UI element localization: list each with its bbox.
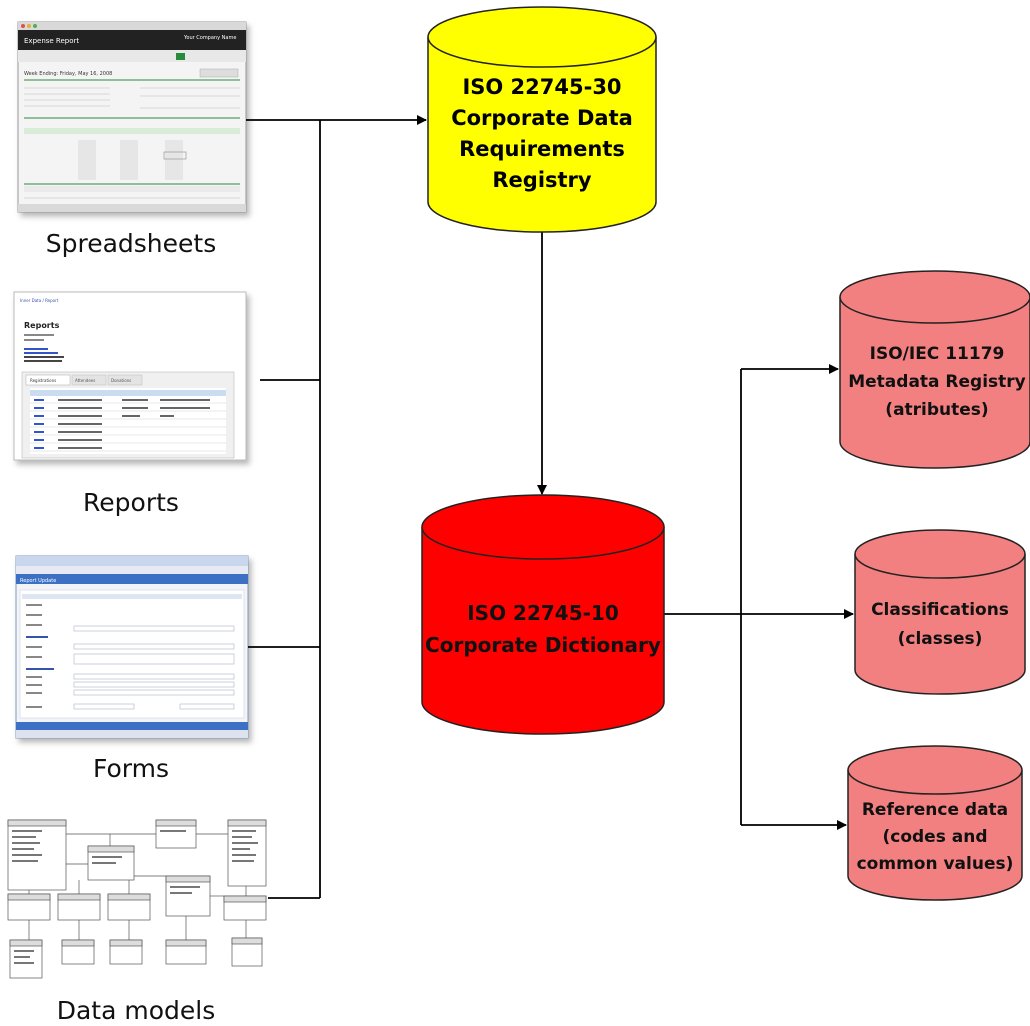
report-thumbnail: Inner Data / Report Reports Registration… bbox=[13, 291, 247, 461]
metadata-line-1: ISO/IEC 11179 bbox=[870, 344, 1005, 364]
reference-data-cylinder: Reference data (codes and common values) bbox=[847, 745, 1023, 901]
source-connectors bbox=[246, 119, 321, 899]
form-title: Report Update bbox=[20, 578, 56, 584]
reference-line-2: (codes and bbox=[882, 827, 987, 847]
dictionary-line-1: ISO 22745-10 bbox=[467, 601, 619, 625]
report-tab-donations: Donations bbox=[111, 378, 131, 383]
metadata-registry-cylinder: ISO/IEC 11179 Metadata Registry (atribut… bbox=[839, 270, 1030, 469]
expense-title: Expense Report bbox=[24, 37, 79, 45]
form-thumbnail: Report Update bbox=[15, 555, 249, 739]
metadata-line-3: (atributes) bbox=[885, 400, 988, 420]
report-tab-attendees: Attendees bbox=[75, 378, 95, 383]
registry-line-3: Requirements bbox=[459, 137, 625, 161]
report-tab-registrations: Registrations bbox=[30, 378, 56, 383]
reports-label: Reports bbox=[83, 488, 179, 517]
data-models-thumbnail bbox=[7, 819, 267, 979]
registry-line-1: ISO 22745-30 bbox=[462, 75, 621, 99]
classifications-line-1: Classifications bbox=[871, 600, 1009, 620]
spreadsheets-label: Spreadsheets bbox=[46, 229, 217, 258]
expense-week: Week Ending: Friday, May 16, 2008 bbox=[24, 71, 112, 77]
registry-line-4: Registry bbox=[492, 168, 592, 192]
forms-label: Forms bbox=[93, 754, 169, 783]
expense-company: Your Company Name bbox=[183, 35, 236, 41]
data-models-label: Data models bbox=[57, 996, 216, 1025]
classifications-cylinder: Classifications (classes) bbox=[854, 529, 1026, 695]
classifications-line-2: (classes) bbox=[898, 629, 983, 649]
reference-line-1: Reference data bbox=[862, 800, 1008, 820]
reference-line-3: common values) bbox=[857, 854, 1014, 874]
report-heading: Reports bbox=[24, 321, 60, 330]
registry-cylinder: ISO 22745-30 Corporate Data Requirements… bbox=[427, 6, 657, 233]
dictionary-cylinder: ISO 22745-10 Corporate Dictionary bbox=[421, 494, 665, 735]
svg-text:Inner Data / Report: Inner Data / Report bbox=[20, 298, 59, 303]
registry-line-2: Corporate Data bbox=[451, 106, 633, 130]
dictionary-line-2: Corporate Dictionary bbox=[425, 633, 661, 657]
metadata-line-2: Metadata Registry bbox=[848, 372, 1026, 392]
dictionary-fanout bbox=[664, 369, 742, 825]
spreadsheet-thumbnail: Expense Report Your Company Name Week En… bbox=[17, 21, 247, 213]
